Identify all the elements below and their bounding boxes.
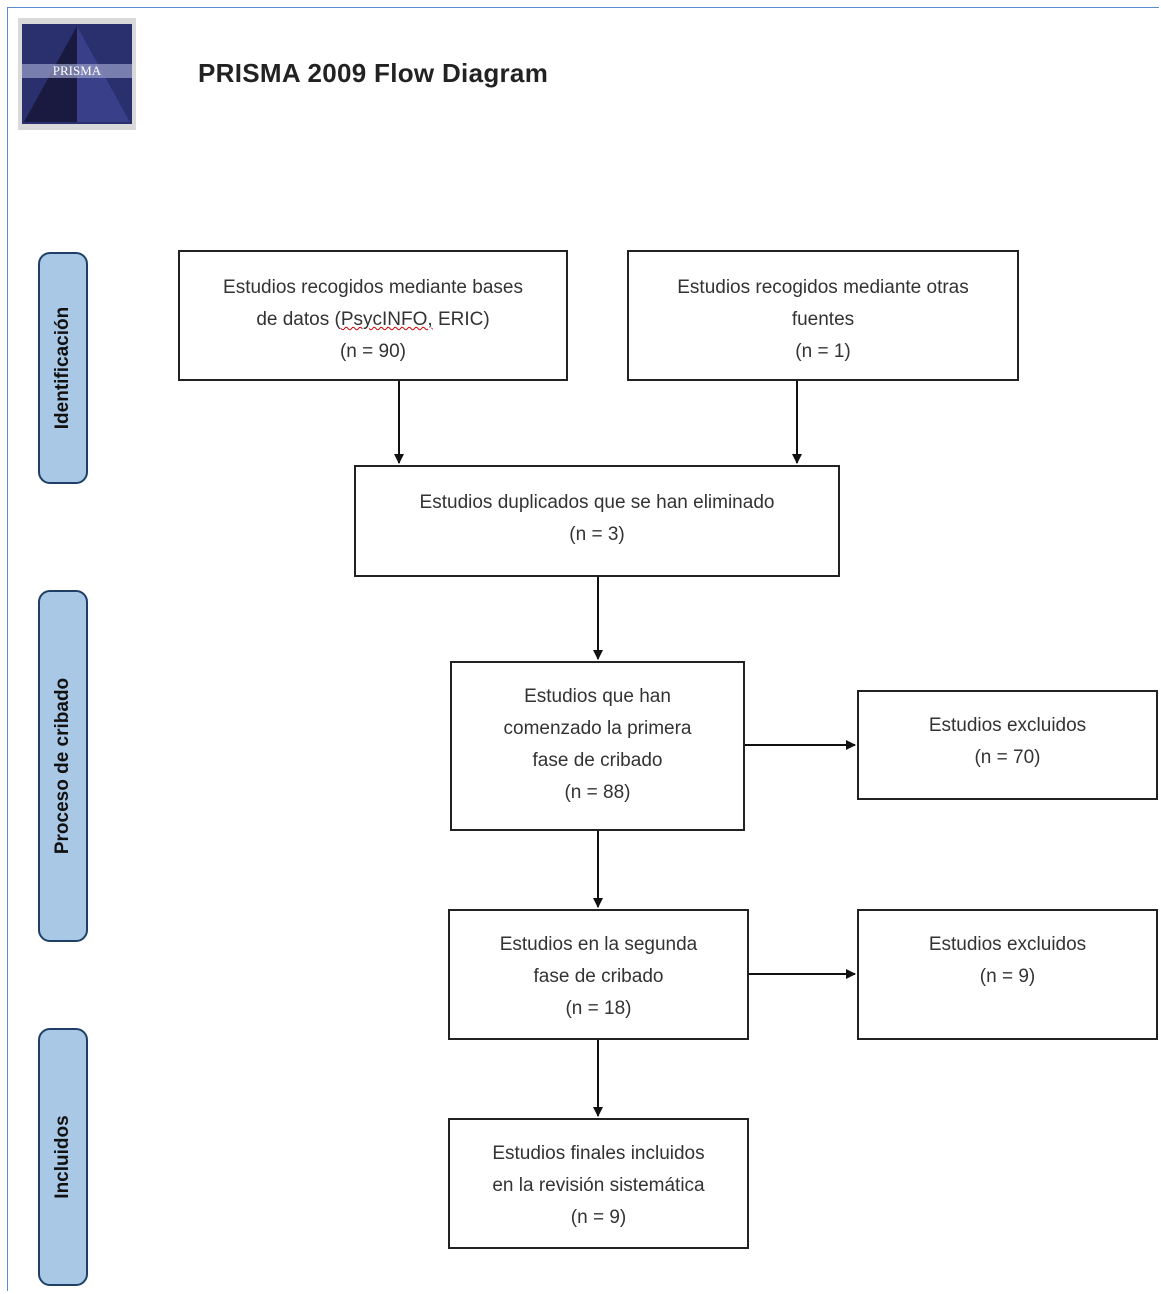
box-second-screening-line2: fase de cribado [533,966,664,987]
diagram-frame [7,7,1159,1291]
box-databases-line2: de datos (PsycINFO, ERIC) [256,309,490,330]
box-second-screening-count: (n = 18) [565,998,632,1019]
box-included-final-line2: en la revisión sistemática [492,1175,705,1196]
box-included-final-count: (n = 9) [570,1207,627,1228]
phase-screening: Proceso de cribado [38,590,88,942]
box-second-screening-line1: Estudios en la segunda [499,934,698,955]
prisma-logo: PRISMA [18,18,136,130]
phase-included: Incluidos [38,1028,88,1286]
spellcheck-word: PsycINFO, [340,309,433,330]
box-included-final: Estudios finales incluidos en la revisió… [448,1118,749,1249]
box-first-screening-line3: fase de cribado [532,750,663,771]
box-duplicates-count: (n = 3) [569,524,625,545]
box-excluded-2-count: (n = 9) [979,966,1036,987]
box-excluded-1-count: (n = 70) [974,747,1041,768]
box-databases-line1: Estudios recogidos mediante bases [223,277,523,298]
box-included-final-line1: Estudios finales incluidos [492,1143,705,1164]
box-duplicates-line1: Estudios duplicados que se han eliminado [419,492,775,513]
box-excluded-2-line1: Estudios excluidos [928,934,1087,955]
page-title: PRISMA 2009 Flow Diagram [198,58,549,88]
box-excluded-1: Estudios excluidos (n = 70) [857,690,1158,800]
box-other-sources-count: (n = 1) [795,341,851,362]
box-databases: Estudios recogidos mediante bases de dat… [178,250,568,381]
box-other-sources-line1: Estudios recogidos mediante otras [677,277,969,298]
box-second-screening: Estudios en la segunda fase de cribado (… [448,909,749,1040]
box-first-screening-line1: Estudios que han [524,686,671,707]
box-first-screening-line2: comenzado la primera [503,718,692,739]
box-first-screening: Estudios que han comenzado la primera fa… [450,661,745,831]
box-duplicates: Estudios duplicados que se han eliminado… [354,465,840,577]
svg-text:PRISMA: PRISMA [53,63,102,78]
phase-identification: Identificación [38,252,88,484]
box-excluded-2: Estudios excluidos (n = 9) [857,909,1158,1040]
box-databases-count: (n = 90) [339,341,406,362]
box-other-sources: Estudios recogidos mediante otras fuente… [627,250,1019,381]
box-excluded-1-line1: Estudios excluidos [928,715,1087,736]
box-other-sources-line2: fuentes [791,309,855,330]
box-first-screening-count: (n = 88) [564,782,631,803]
